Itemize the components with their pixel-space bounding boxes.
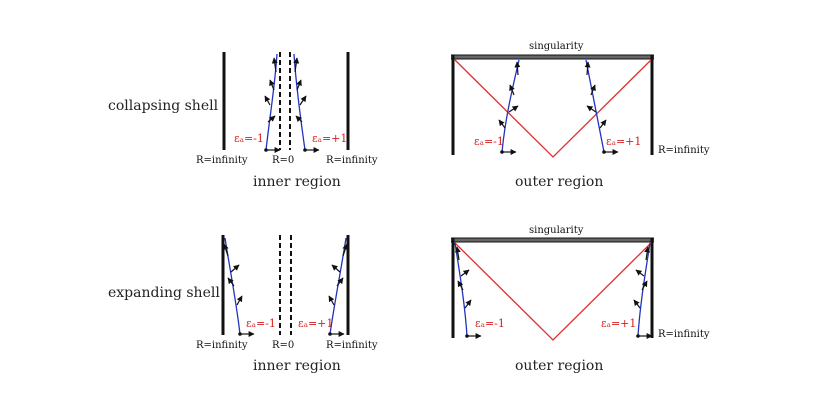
row-label-expanding: expanding shell <box>108 285 220 301</box>
r-zero-label: R=0 <box>272 340 294 351</box>
left-infinity-label: R=infinity <box>196 155 248 166</box>
tangent-arrows-right <box>633 246 653 339</box>
horizon-lines <box>454 59 652 158</box>
right-infinity-label: R=infinity <box>658 329 710 340</box>
row-label-collapsing: collapsing shell <box>108 98 219 114</box>
outer-region-expanding: singularity εₐ=-1 εₐ=+1 R=infinity outer… <box>451 225 710 374</box>
shell-trajectory-left <box>501 59 520 153</box>
singularity-label: singularity <box>529 41 584 52</box>
tangent-arrows-right <box>328 243 349 337</box>
inner-region-label: inner region <box>253 358 341 374</box>
horizon-lines <box>454 242 652 341</box>
inner-region-label: inner region <box>253 174 341 190</box>
eps-right-label: εₐ=+1 <box>601 317 636 330</box>
eps-right-label: εₐ=+1 <box>312 132 347 145</box>
eps-left-label: εₐ=-1 <box>234 132 264 145</box>
tangent-arrows-left <box>498 61 521 155</box>
left-infinity-label: R=infinity <box>196 340 248 351</box>
outer-region-label: outer region <box>515 358 603 374</box>
tangent-arrows-left <box>264 57 281 153</box>
inner-region-expanding: εₐ=-1 εₐ=+1 R=infinity R=0 R=infinity in… <box>196 235 378 374</box>
singularity-label: singularity <box>529 225 584 236</box>
inner-region-collapsing: εₐ=-1 εₐ=+1 R=infinity R=0 R=infinity in… <box>196 52 378 190</box>
singularity-band <box>451 55 654 59</box>
eps-left-label: εₐ=-1 <box>475 317 505 330</box>
right-infinity-label: R=infinity <box>658 145 710 156</box>
shell-trajectory-left <box>454 242 468 337</box>
singularity-band <box>451 238 654 242</box>
shell-trajectory-right <box>585 59 605 153</box>
outer-region-label: outer region <box>515 174 603 190</box>
outer-region-collapsing: singularity εₐ=-1 εₐ=+1 R=infinity outer… <box>451 41 710 190</box>
right-infinity-label: R=infinity <box>326 155 378 166</box>
shell-trajectory-right <box>637 242 651 337</box>
tangent-arrows-left <box>454 246 482 339</box>
eps-left-label: εₐ=-1 <box>246 317 276 330</box>
eps-left-label: εₐ=-1 <box>474 135 504 148</box>
eps-right-label: εₐ=+1 <box>606 135 641 148</box>
tangent-arrows-left <box>222 243 255 337</box>
eps-right-label: εₐ=+1 <box>298 317 333 330</box>
tangent-arrows-right <box>584 61 619 155</box>
r-zero-label: R=0 <box>272 155 294 166</box>
right-infinity-label: R=infinity <box>326 340 378 351</box>
tangent-arrows-right <box>293 57 320 153</box>
